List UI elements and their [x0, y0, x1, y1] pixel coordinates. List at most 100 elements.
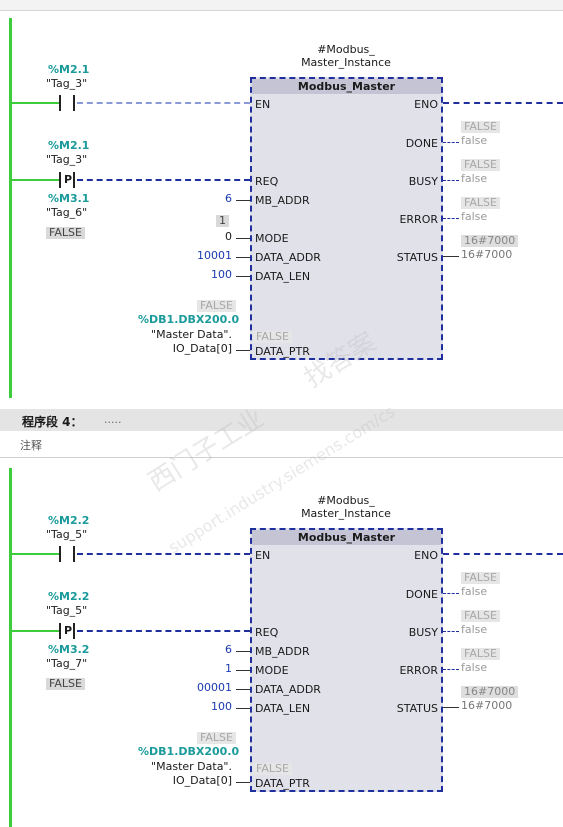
done-line [443, 593, 459, 594]
modbus-master-block[interactable]: Modbus_Master EN REQ MB_ADDR MODE DATA_A… [250, 528, 443, 792]
pin-status: STATUS [396, 702, 438, 715]
en-contact-address: %M2.1 [48, 63, 90, 76]
data-ptr-monitor: FALSE [197, 732, 236, 744]
error-value: false [461, 661, 488, 674]
pin-data-ptr: DATA_PTR [255, 345, 310, 358]
en-contact-tag: "Tag_5" [46, 528, 88, 541]
req-p-contact[interactable]: P [59, 623, 77, 639]
data-len-value: 100 [211, 700, 232, 713]
mode-value: 0 [225, 230, 232, 243]
status-value: 16#7000 [461, 699, 513, 712]
req-p-contact[interactable]: P [59, 172, 77, 188]
pin-done: DONE [405, 137, 438, 150]
mode-value: 1 [225, 662, 232, 675]
pin-mb-addr: MB_ADDR [255, 194, 310, 207]
pin-error: ERROR [399, 213, 438, 226]
edge-bit-tag: "Tag_7" [46, 657, 88, 670]
data-len-line [236, 276, 250, 277]
pin-req: REQ [255, 626, 279, 639]
pin-eno: ENO [414, 98, 438, 111]
instance-name-2: Master_Instance [301, 507, 391, 520]
req-wire [77, 630, 250, 632]
done-value: false [461, 585, 488, 598]
en-green-wire [12, 102, 59, 104]
error-line [443, 218, 459, 219]
req-contact-tag: "Tag_5" [46, 604, 88, 617]
pin-mb-addr: MB_ADDR [255, 645, 310, 658]
data-len-line [236, 708, 250, 709]
pin-eno: ENO [414, 549, 438, 562]
req-wire [77, 179, 250, 181]
pin-status: STATUS [396, 251, 438, 264]
edge-bit-address: %M3.2 [48, 643, 90, 656]
modbus-master-block[interactable]: Modbus_Master EN REQ MB_ADDR MODE DATA_A… [250, 77, 443, 360]
status-line [443, 256, 459, 257]
error-line [443, 669, 459, 670]
req-contact-address: %M2.1 [48, 139, 90, 152]
data-addr-value: 00001 [197, 681, 232, 694]
network-header-bar[interactable]: 程序段 4： ..... [0, 409, 563, 431]
eno-wire [443, 553, 563, 555]
pin-error: ERROR [399, 664, 438, 677]
edge-bit-address: %M3.1 [48, 192, 90, 205]
pin-req: REQ [255, 175, 279, 188]
edge-bit-tag: "Tag_6" [46, 206, 88, 219]
instance-name-2: Master_Instance [301, 56, 391, 69]
done-line [443, 142, 459, 143]
busy-value: false [461, 623, 488, 636]
req-green-wire [12, 630, 59, 632]
edge-bit-value: FALSE [46, 678, 85, 690]
pin-data-len: DATA_LEN [255, 270, 311, 283]
data-ptr-inner-monitor: FALSE [253, 763, 292, 775]
data-ptr-line [236, 782, 250, 783]
pin-data-len: DATA_LEN [255, 702, 311, 715]
eno-wire [443, 102, 563, 104]
en-contact[interactable] [59, 546, 77, 562]
network-comment[interactable]: 注释 [20, 439, 42, 452]
edge-bit-value: FALSE [46, 227, 85, 239]
data-ptr-tag: "Master Data". [151, 760, 232, 773]
data-ptr-monitor: FALSE [197, 300, 236, 312]
error-value: false [461, 210, 488, 223]
power-rail-4 [9, 468, 12, 827]
en-contact-tag: "Tag_3" [46, 77, 88, 90]
network-title-comment[interactable]: ..... [104, 413, 122, 426]
busy-value: false [461, 172, 488, 185]
data-ptr-line [236, 350, 250, 351]
power-rail [9, 18, 12, 398]
en-contact-address: %M2.2 [48, 514, 90, 527]
pin-mode: MODE [255, 232, 289, 245]
en-green-wire [12, 553, 59, 555]
done-value: false [461, 134, 488, 147]
data-ptr-inner-monitor: FALSE [253, 331, 292, 343]
mode-monitor-value: 1 [216, 215, 229, 227]
data-addr-line [236, 689, 250, 690]
done-monitor: FALSE [461, 572, 500, 584]
busy-monitor: FALSE [461, 610, 500, 622]
data-ptr-address: %DB1.DBX200.0 [138, 745, 240, 758]
top-scroll-strip [0, 0, 563, 11]
status-value: 16#7000 [461, 248, 513, 261]
pin-data-addr: DATA_ADDR [255, 251, 321, 264]
data-len-value: 100 [211, 268, 232, 281]
status-monitor: 16#7000 [461, 686, 519, 698]
busy-line [443, 631, 459, 632]
mode-line [236, 670, 250, 671]
req-contact-tag: "Tag_3" [46, 153, 88, 166]
error-monitor: FALSE [461, 648, 500, 660]
network-title: 程序段 4： [22, 415, 83, 429]
data-addr-value: 10001 [197, 249, 232, 262]
pin-busy: BUSY [408, 626, 438, 639]
en-contact[interactable] [59, 95, 77, 111]
block-title: Modbus_Master [252, 530, 441, 545]
mb-addr-line [236, 200, 250, 201]
instance-name: #Modbus_ [317, 43, 375, 56]
en-wire [77, 102, 250, 104]
instance-name: #Modbus_ [317, 494, 375, 507]
req-green-wire [12, 179, 59, 181]
pin-en: EN [255, 549, 271, 562]
pin-en: EN [255, 98, 271, 111]
status-line [443, 707, 459, 708]
data-ptr-tag-member: IO_Data[0] [172, 774, 232, 787]
mb-addr-value: 6 [225, 643, 232, 656]
